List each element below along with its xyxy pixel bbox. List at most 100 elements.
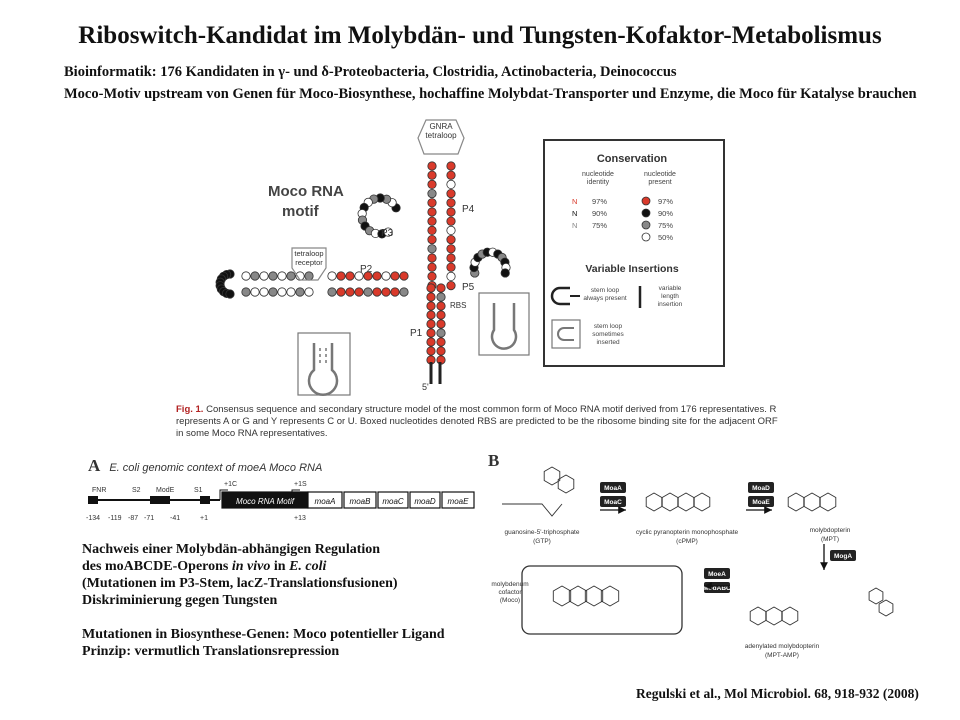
figure-caption: Fig. 1. Consensus sequence and secondary… xyxy=(176,404,786,440)
p4-stem xyxy=(427,161,456,291)
enzyme-label: MoaC xyxy=(604,499,622,506)
mpt-amp-ring xyxy=(781,606,799,626)
p2-nucleotide-bottom xyxy=(336,287,346,297)
variable-insertions-title: Variable Insertions xyxy=(585,263,679,275)
enzyme-box xyxy=(748,496,774,507)
p1-nucleotide-left xyxy=(426,292,436,302)
gnra-label: GNRA xyxy=(429,122,453,131)
nucleotide-identity-head2: identity xyxy=(587,179,610,186)
p1-nucleotide-right xyxy=(436,283,446,293)
p1-nucleotide-right xyxy=(436,310,446,320)
left-loop-nucleotide xyxy=(225,289,235,299)
left-stem-nucleotide-top xyxy=(259,271,269,281)
cpmp-ring xyxy=(677,492,695,512)
stem-loop-sometimes-icon xyxy=(557,327,574,341)
panel-a-label: A E. coli genomic context of moeA Moco R… xyxy=(88,456,322,476)
left-stem-nucleotide-top xyxy=(304,271,314,281)
finding-line-1: Nachweis einer Molybdän-abhängigen Regul… xyxy=(82,542,381,557)
p4-nucleotide-right xyxy=(446,235,456,245)
rbs-label: RBS xyxy=(450,301,466,310)
left-stem-nucleotide-bottom xyxy=(286,287,296,297)
citation: Regulski et al., Mol Microbiol. 68, 918-… xyxy=(636,686,919,701)
p2-nucleotide-bottom xyxy=(372,287,382,297)
presence-dot xyxy=(641,208,651,218)
p4-nucleotide-right xyxy=(446,207,456,217)
left-stem-nucleotide-bottom xyxy=(295,287,305,297)
p2-nucleotide-top xyxy=(363,271,373,281)
presence-percent: 75% xyxy=(658,221,673,230)
bioinformatics-line: Bioinformatik: 176 Kandidaten in γ- und … xyxy=(64,64,677,80)
position-label: -71 xyxy=(144,515,154,522)
p3-label: P3 xyxy=(381,228,394,239)
moco-motif-line: Moco-Motiv upstream von Genen für Moco-B… xyxy=(64,86,917,102)
upstream-element-label: ModE xyxy=(156,487,175,494)
figure-caption-label: Fig. 1. xyxy=(176,404,204,415)
mpt-amp-ring xyxy=(765,606,783,626)
finding-line-5: Mutationen in Biosynthese-Genen: Moco po… xyxy=(82,627,445,642)
p4-nucleotide-left xyxy=(427,189,437,199)
slide-title: Riboswitch-Kandidat im Molybdän- und Tun… xyxy=(78,22,882,49)
gene-box xyxy=(409,491,441,509)
molecule-sketches xyxy=(502,466,894,626)
presence-percent: 50% xyxy=(658,233,673,242)
p4-nucleotide-right xyxy=(446,281,456,291)
left-stem-nucleotide-bottom xyxy=(259,287,269,297)
position-label: -41 xyxy=(170,515,180,522)
presence-dot xyxy=(641,232,651,242)
p4-nucleotide-right xyxy=(446,253,456,263)
p2-label: P2 xyxy=(360,264,373,275)
p4-nucleotide-right xyxy=(446,271,456,281)
left-stem-nucleotide-bottom xyxy=(268,287,278,297)
top-mark-2: +1S xyxy=(294,481,307,488)
mpt-label: molybdopterin xyxy=(810,527,851,534)
presence-percent: 90% xyxy=(658,209,673,218)
identity-symbol: N xyxy=(572,197,577,206)
stem-loop-present-label: stem loop xyxy=(591,287,620,294)
moco-ring xyxy=(584,585,604,607)
enzyme-label: MogA xyxy=(834,553,852,560)
stem-loop-sometimes-box xyxy=(551,319,581,349)
p2-nucleotide-top xyxy=(390,271,400,281)
gtp-sublabel: (GTP) xyxy=(533,538,551,545)
cpmp-ring xyxy=(693,492,711,512)
p4-nucleotide-left xyxy=(427,244,437,254)
gene-label: moaD xyxy=(414,497,436,506)
enzyme-label: MoaA xyxy=(604,485,622,492)
p2-nucleotide-top xyxy=(372,271,382,281)
adenine-ring xyxy=(868,587,884,605)
top-mark-1: +1C xyxy=(224,481,237,488)
upstream-box-1 xyxy=(88,496,98,504)
conservation-legend-box xyxy=(543,139,725,367)
adenine-ring xyxy=(878,599,894,617)
gene-box xyxy=(343,491,377,509)
p4-label: P4 xyxy=(462,204,475,215)
finding-line-2c: in xyxy=(270,559,290,574)
finding-line-3: (Mutationen im P3-Stem, lacZ-Translation… xyxy=(82,576,398,591)
p1-nucleotide-left xyxy=(426,283,436,293)
tss-arrow-1 xyxy=(219,489,228,500)
p2-nucleotide-bottom xyxy=(354,287,364,297)
variable-length-label3: insertion xyxy=(658,301,683,308)
moco-sublabel2: (Moco) xyxy=(500,597,520,604)
position-label: -134 xyxy=(86,515,100,522)
p4-nucleotide-left xyxy=(427,161,437,171)
position-label: -87 xyxy=(128,515,138,522)
moco-ring xyxy=(600,585,620,607)
p4-nucleotide-left xyxy=(427,198,437,208)
motif-title-line1: Moco RNA xyxy=(268,183,344,200)
gene-label: Moco RNA Motif xyxy=(236,497,295,506)
presence-dot xyxy=(641,220,651,230)
mpt-amp-label: adenylated molybdopterin xyxy=(745,643,820,650)
p4-nucleotide-left xyxy=(427,253,437,263)
moco-label: molybdenum xyxy=(491,581,528,588)
five-prime-label: 5' xyxy=(422,382,429,392)
p2-nucleotide-bottom xyxy=(327,287,337,297)
left-stem-nucleotide-top xyxy=(241,271,251,281)
position-label: +1 xyxy=(200,515,208,522)
identity-percent: 90% xyxy=(592,209,607,218)
enzyme-box xyxy=(748,482,774,493)
identity-symbol: N xyxy=(572,221,577,230)
mpt-ring xyxy=(819,492,837,512)
